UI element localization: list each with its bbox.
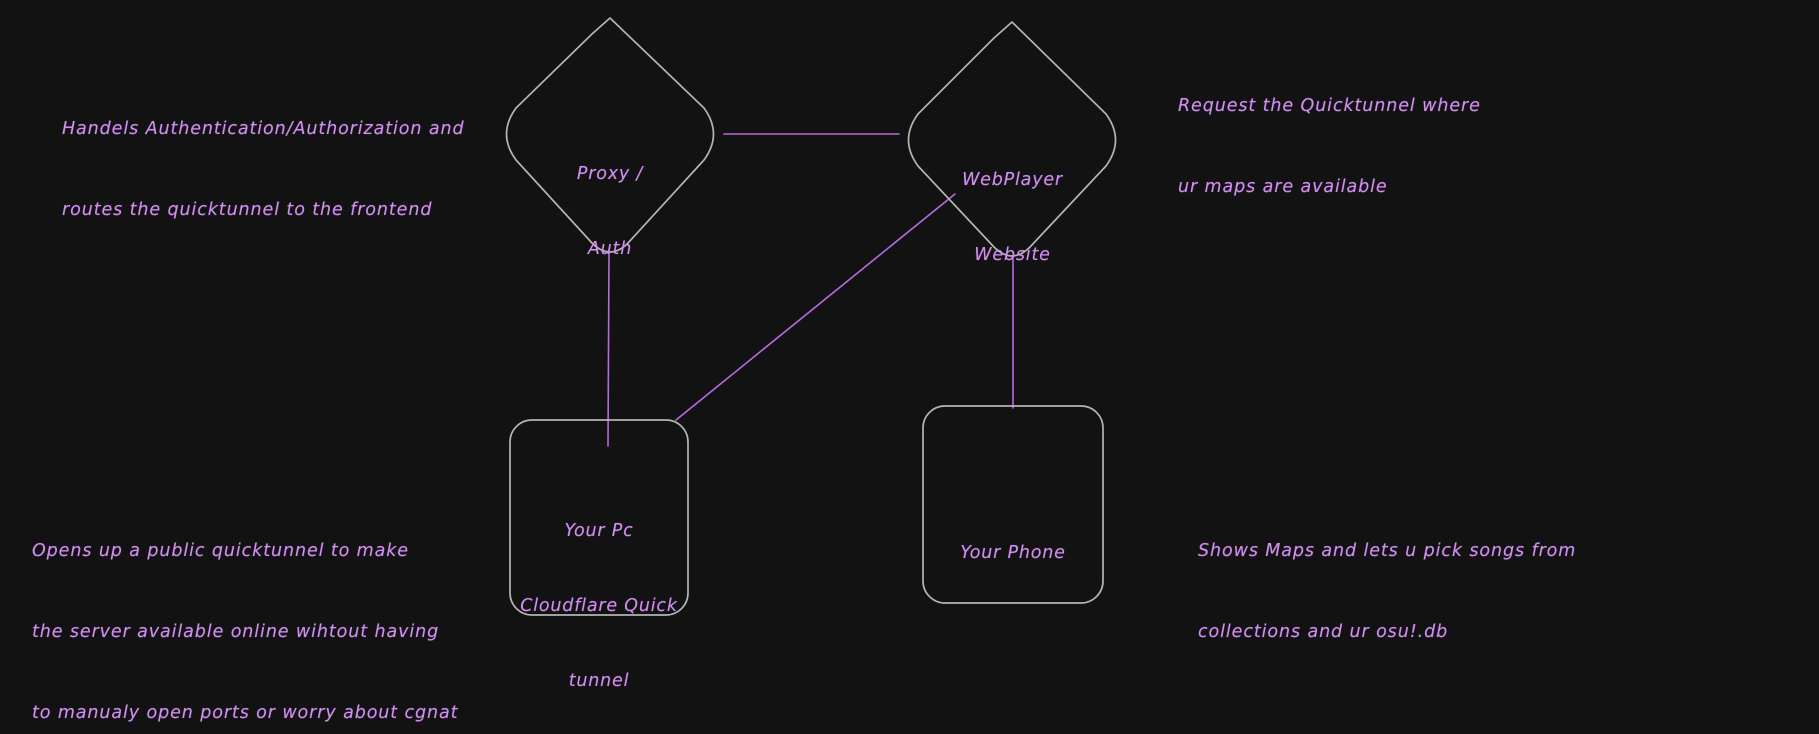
- node-proxy-auth-shape[interactable]: [505, 17, 715, 253]
- annotation-line: Opens up a public quicktunnel to make: [32, 541, 409, 561]
- annotation-line: Request the Quicktunnel where: [1178, 96, 1481, 116]
- annotation-your-phone: Shows Maps and lets u pick songs from co…: [1198, 484, 1576, 700]
- annotation-line: Handels Authentication/Authorization and: [62, 119, 465, 139]
- edge-webplayer-website-to-your-pc[interactable]: [675, 193, 956, 421]
- node-your-pc-shape[interactable]: [509, 419, 689, 616]
- annotation-line: routes the quicktunnel to the frontend: [62, 200, 433, 220]
- annotation-line: the server available online wihtout havi…: [32, 622, 440, 642]
- node-your-phone-shape[interactable]: [922, 405, 1104, 604]
- nodes-group: [505, 17, 1117, 616]
- edge-proxy-auth-to-your-pc[interactable]: [607, 252, 610, 447]
- annotation-line: collections and ur osu!.db: [1198, 622, 1449, 642]
- annotation-webplayer-website: Request the Quicktunnel where ur maps ar…: [1178, 39, 1481, 255]
- annotation-line: ur maps are available: [1178, 177, 1388, 197]
- node-webplayer-website-shape[interactable]: [907, 21, 1117, 257]
- annotation-proxy-auth: Handels Authentication/Authorization and…: [62, 62, 464, 278]
- annotation-your-pc: Opens up a public quicktunnel to make th…: [32, 484, 458, 734]
- annotation-line: to manualy open ports or worry about cgn…: [32, 703, 459, 723]
- annotation-line: Shows Maps and lets u pick songs from: [1198, 541, 1577, 561]
- edges-group: [607, 133, 1014, 447]
